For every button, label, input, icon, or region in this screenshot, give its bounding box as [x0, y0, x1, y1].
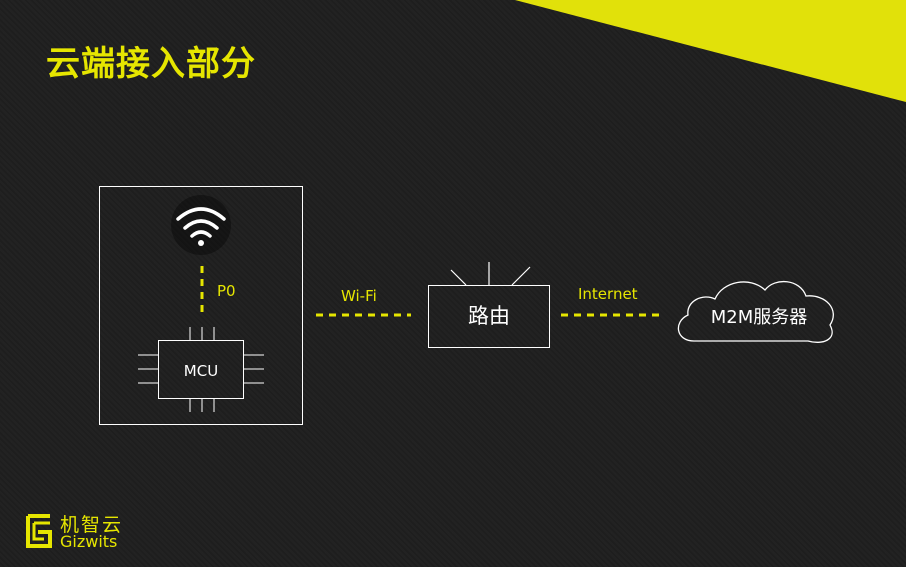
- internet-label: Internet: [578, 285, 638, 303]
- logo-cn-text: 机智云: [60, 514, 124, 536]
- wifi-label: Wi-Fi: [341, 287, 377, 305]
- wifi-icon: [171, 195, 231, 255]
- p0-label: P0: [217, 282, 236, 300]
- router-label: 路由: [468, 304, 510, 328]
- cloud-label: M2M服务器: [711, 307, 808, 328]
- mcu-label: MCU: [184, 362, 218, 380]
- router-antenna-icon: [450, 262, 531, 286]
- cloud-icon: [677, 281, 834, 343]
- gizwits-logo: 机智云 Gizwits: [24, 510, 144, 554]
- router-box: [428, 285, 550, 348]
- gizwits-logo-icon: [26, 514, 52, 548]
- chip-icon: [138, 327, 264, 412]
- logo-en-text: Gizwits: [60, 532, 118, 551]
- page-title: 云端接入部分: [46, 44, 256, 84]
- device-box: [99, 186, 303, 425]
